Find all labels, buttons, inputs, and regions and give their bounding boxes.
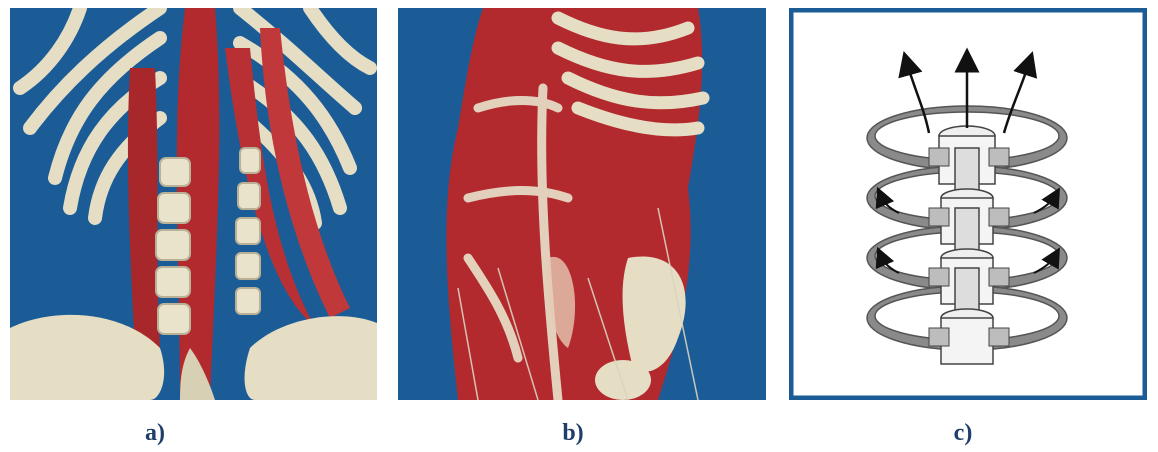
caption-a: a) xyxy=(145,420,165,447)
spine-rings-diagram xyxy=(789,8,1147,400)
panel-c-image xyxy=(789,8,1147,400)
panel-b-image xyxy=(398,8,766,400)
caption-c: c) xyxy=(954,420,973,447)
posterior-spine-muscles-illustration xyxy=(10,8,377,400)
caption-b: b) xyxy=(562,420,583,447)
abdominal-wall-muscles-illustration xyxy=(398,8,766,400)
panel-a-image xyxy=(10,8,377,400)
